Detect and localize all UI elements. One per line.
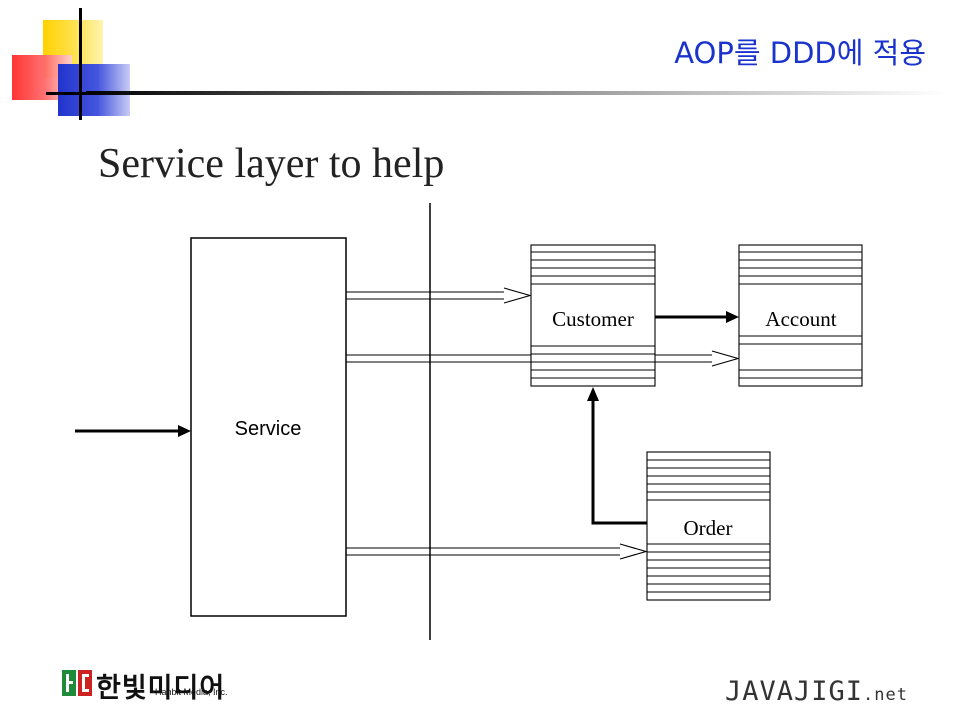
account-entity: Account: [738, 244, 863, 387]
deco-horizontal-line-short: [46, 92, 86, 95]
hb-logo-mark-icon: [62, 670, 92, 696]
javajigi-logo: JAVAJIGI.net: [725, 676, 908, 707]
incoming-request-arrow: [75, 425, 191, 437]
corner-decoration: [0, 0, 200, 120]
slide-title: AOP를 DDD에 적용: [674, 36, 926, 70]
order-entity: Order: [646, 451, 771, 601]
deco-vertical-line: [79, 8, 82, 120]
service-to-order-arrow: [346, 543, 648, 560]
service-box: Service: [190, 237, 347, 617]
slide-heading: Service layer to help: [98, 141, 445, 187]
order-to-customer-arrow: [587, 387, 647, 525]
customer-label: Customer: [552, 307, 634, 331]
customer-entity: Customer: [530, 244, 656, 387]
javajigi-logo-main: JAVAJIGI: [725, 676, 864, 707]
order-label: Order: [684, 516, 733, 540]
customer-to-account-arrow: [655, 311, 739, 323]
service-label: Service: [235, 418, 302, 440]
hanbit-logo-subtext: Hanbit Media, Inc.: [155, 687, 228, 697]
deco-blue-square: [58, 64, 130, 116]
hanbit-logo-text: 한빛미디어: [96, 673, 226, 704]
service-to-customer-arrow: [346, 287, 532, 304]
javajigi-logo-suffix: .net: [863, 685, 908, 705]
account-label: Account: [765, 307, 836, 331]
header-rule: [86, 91, 946, 95]
hanbit-media-logo: [62, 668, 252, 704]
